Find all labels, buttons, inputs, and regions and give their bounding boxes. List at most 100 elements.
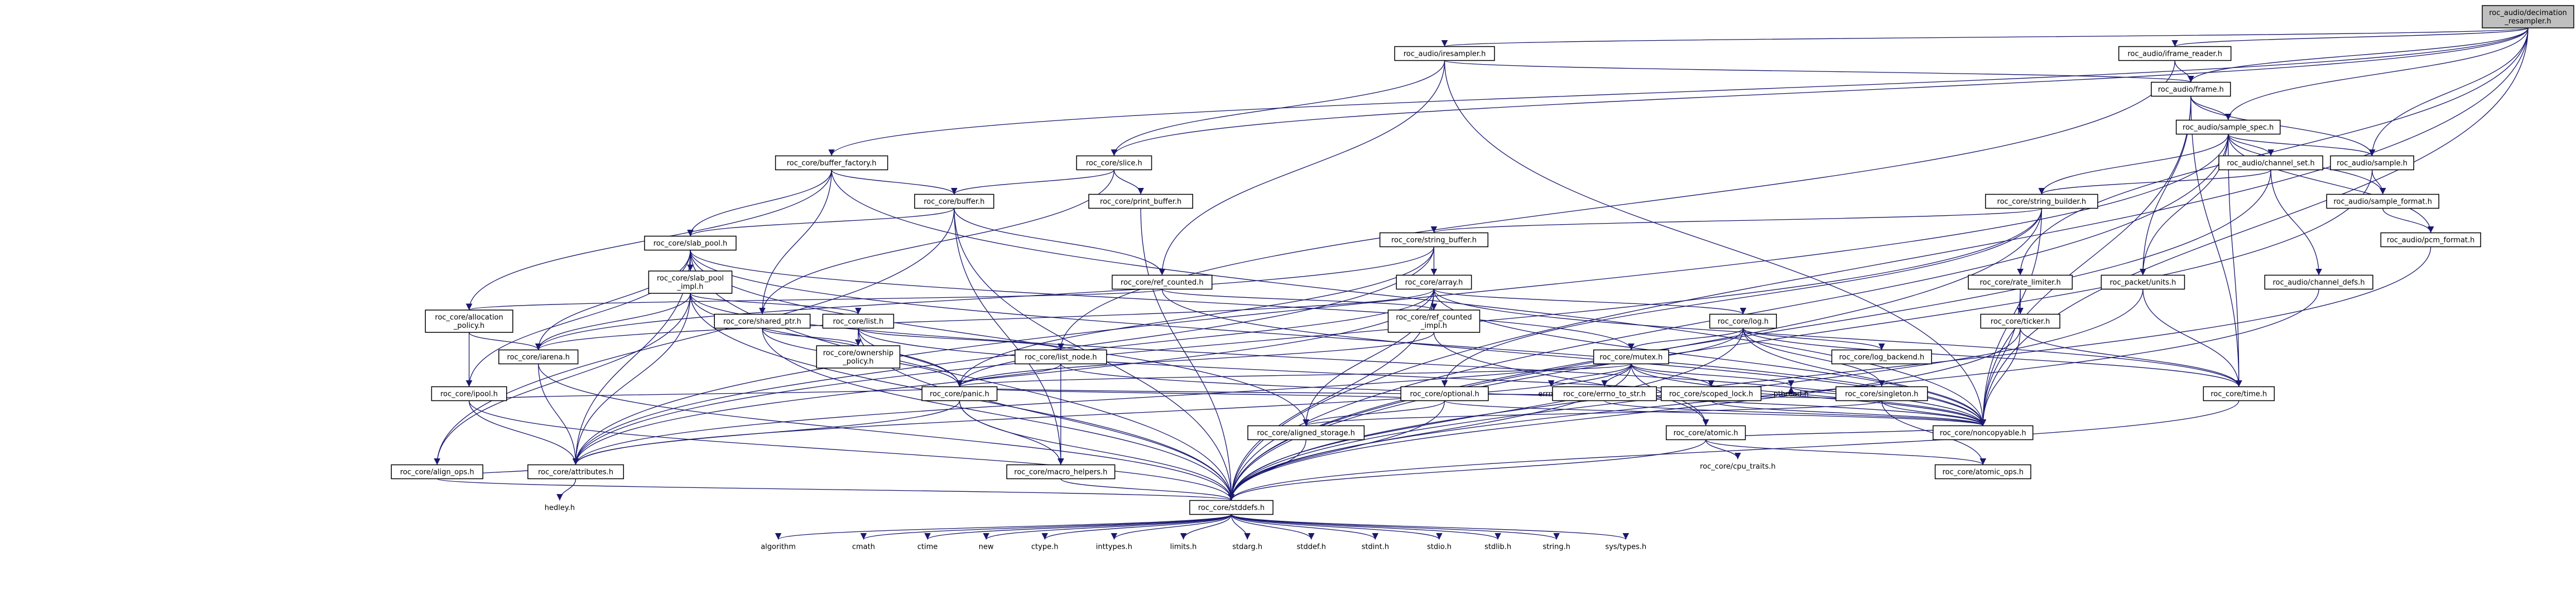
edge-resampler-to-ref-counted	[1159, 60, 1445, 275]
edge-shared-ptr-to-ownership-policy	[762, 328, 862, 346]
edge-stddefs-to-new	[983, 514, 1232, 540]
node-label: roc_core/log.h	[1718, 318, 1768, 326]
edge-stddefs-to-cmath	[860, 514, 1232, 540]
node-box	[1112, 274, 1213, 290]
node-label: roc_core/slice.h	[1086, 159, 1142, 168]
edge-string-buffer-to-panic	[956, 246, 1435, 387]
node-box	[2101, 274, 2185, 290]
node-label: limits.h	[1170, 543, 1197, 552]
node-box	[1394, 46, 1495, 61]
node-label: roc_core/atomic.h	[1674, 429, 1738, 438]
edge-channel-set-to-string-builder	[2038, 169, 2271, 195]
node-stdint: stdint.h	[1362, 543, 1389, 552]
edge-resampler-to-noncopyable	[1444, 60, 1987, 426]
node-box	[2326, 194, 2440, 209]
edge-slab-pool-to-aligned-storage	[690, 250, 1310, 426]
edge-ticker-to-stddefs	[1228, 328, 2021, 501]
node-log-backend: roc_core/log_backend.h	[1831, 349, 1933, 365]
edge-root-to-slice	[1111, 27, 2529, 156]
edge-log-to-log-backend	[1742, 327, 1885, 351]
node-box	[1189, 500, 1273, 515]
node-label: roc_core/optional.h	[1410, 390, 1479, 399]
edge-sample-spec-to-pcm-format	[2228, 134, 2434, 233]
edge-sample-format-to-pcm-format	[2382, 208, 2434, 233]
node-label: roc_core/attributes.h	[538, 468, 613, 477]
node-attributes: roc_core/attributes.h	[527, 464, 624, 480]
node-box	[1387, 309, 1481, 333]
edge-string-builder-to-attributes	[572, 208, 2042, 465]
edge-panic-to-stddefs	[959, 400, 1235, 501]
edge-string-builder-to-optional	[1441, 208, 2042, 387]
edge-ref-counted-to-allocation-policy	[466, 288, 1162, 311]
node-label: roc_audio/sample_spec.h	[2183, 124, 2274, 132]
node-box	[1076, 155, 1152, 171]
edge-macro-helpers-to-stddefs	[1060, 478, 1235, 501]
node-label: stdarg.h	[1232, 543, 1262, 552]
edge-ticker-to-noncopyable	[1979, 328, 2021, 426]
edge-buffer-to-ref-counted	[954, 208, 1166, 275]
edge-stddefs-to-stdio	[1231, 514, 1443, 540]
edge-buffer-to-macro-helpers	[954, 208, 1064, 465]
edge-log-to-noncopyable	[1742, 328, 1987, 426]
node-box	[1835, 386, 1928, 401]
node-label: roc_audio/channel_defs.h	[2273, 279, 2365, 287]
node-buffer-factory: roc_core/buffer_factory.h	[775, 155, 888, 171]
node-label: roc_audio/sample.h	[2337, 159, 2407, 168]
edge-root-to-sample-spec	[2224, 27, 2529, 120]
edge-frame-reader-to-frame	[2174, 60, 2194, 83]
node-label: roc_core/slab_pool.h	[653, 240, 727, 248]
node-box	[2118, 46, 2232, 61]
edge-ref-counted-impl-to-atomic	[1433, 332, 1709, 426]
edge-stddefs-to-stdint	[1231, 514, 1379, 540]
edge-rate-limiter-to-noncopyable	[1979, 289, 2021, 426]
edge-mutex-to-noncopyable	[1631, 364, 1987, 426]
node-box	[1831, 349, 1933, 365]
node-label: stdint.h	[1362, 543, 1389, 552]
edge-iarena-to-attributes	[538, 364, 579, 465]
edge-list-to-panic	[858, 328, 963, 387]
edge-sample-spec-to-time	[2228, 134, 2242, 387]
node-box	[775, 155, 888, 171]
edge-array-to-panic	[956, 289, 1435, 387]
node-label: roc_core/cpu_traits.h	[1700, 463, 1776, 471]
node-box	[714, 313, 811, 329]
node-box	[2175, 119, 2281, 135]
edge-stddefs-to-ctime	[924, 514, 1232, 540]
edge-slice-to-print-buffer	[1113, 170, 1144, 195]
edge-stddefs-to-limits	[1180, 514, 1232, 540]
node-label: roc_core/time.h	[2210, 390, 2267, 399]
edge-ref-counted-to-noncopyable	[1161, 289, 1987, 426]
node-list-node: roc_core/list_node.h	[1015, 349, 1107, 365]
node-stdio: stdio.h	[1427, 543, 1452, 552]
node-box	[1985, 194, 2098, 209]
node-box	[1593, 349, 1669, 365]
edge-stddefs-to-stdlib	[1231, 514, 1501, 540]
node-label: roc_core/aligned_storage.h	[1257, 429, 1355, 438]
node-frame-reader: roc_audio/iframe_reader.h	[2118, 46, 2232, 61]
edge-optional-to-stddefs	[1228, 400, 1445, 501]
edge-units-to-time	[2142, 289, 2242, 387]
edge-buffer-to-align-ops	[434, 208, 955, 465]
node-frame: roc_audio/frame.h	[2151, 81, 2231, 97]
edge-stddefs-to-algorithm	[775, 514, 1232, 540]
edge-stddefs-to-ctype	[1041, 514, 1232, 540]
node-label: roc_core/log_backend.h	[1839, 354, 1924, 362]
node-list: roc_core/list.h	[822, 313, 895, 329]
node-box	[498, 349, 579, 365]
edge-buffer-factory-to-shared-ptr	[759, 170, 832, 315]
node-ownership-policy: roc_core/ownership_policy.h	[816, 345, 901, 369]
edge-attributes-to-hedley	[556, 478, 576, 501]
node-label: hedley.h	[545, 504, 575, 512]
edge-buffer-to-slab-pool	[687, 207, 955, 237]
node-channel-defs: roc_audio/channel_defs.h	[2264, 274, 2373, 290]
node-box	[2218, 155, 2324, 171]
node-pthread: pthread.h	[1774, 390, 1809, 399]
node-ticker: roc_core/ticker.h	[1980, 313, 2060, 329]
edge-errno-to-str-to-noncopyable	[1604, 400, 1986, 427]
node-label: roc_core/ticker.h	[1991, 318, 2050, 326]
node-label: roc_packet/units.h	[2109, 279, 2176, 287]
edge-root-to-resampler	[1442, 27, 2529, 47]
edge-ref-counted-to-ref-counted-impl	[1161, 288, 1438, 311]
node-label: roc_core/list_node.h	[1025, 354, 1097, 362]
node-label: roc_core/errno_to_str.h	[1563, 390, 1646, 399]
